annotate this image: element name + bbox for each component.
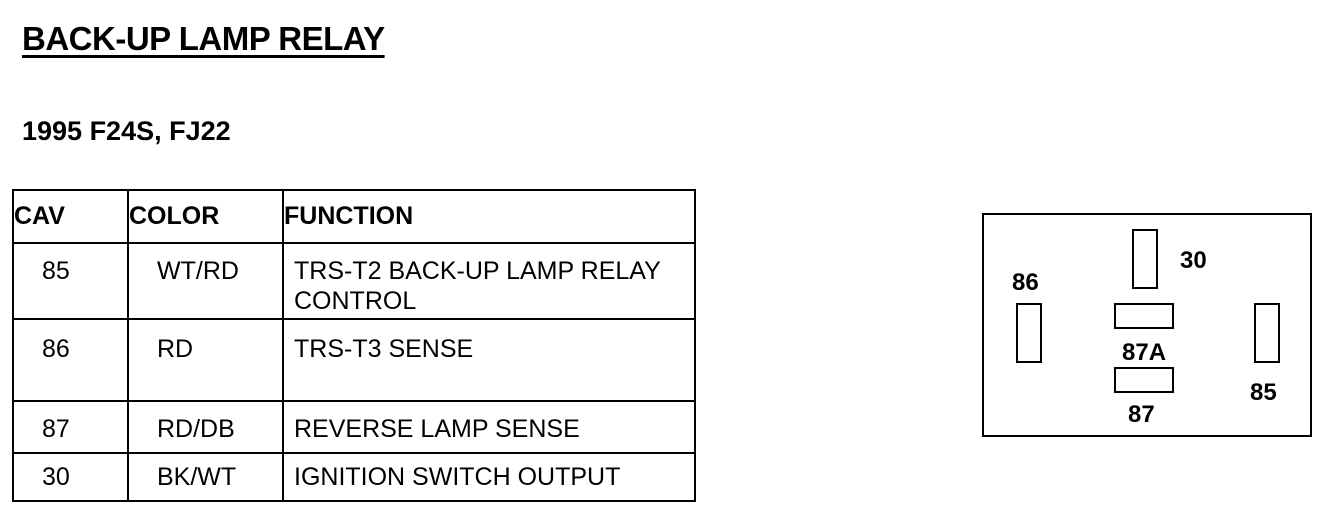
table-row: 87 RD/DB REVERSE LAMP SENSE bbox=[12, 400, 696, 454]
pin-slot-30 bbox=[1132, 229, 1158, 289]
function-line: TRS-T2 BACK-UP LAMP RELAY bbox=[294, 257, 661, 285]
model-subtitle: 1995 F24S, FJ22 bbox=[22, 116, 231, 146]
cell-cav: 87 bbox=[12, 400, 129, 454]
pinout-table: CAV COLOR FUNCTION 85 WT/RD TRS-T2 BACK-… bbox=[12, 189, 696, 502]
function-line: IGNITION SWITCH OUTPUT bbox=[294, 463, 621, 491]
cell-function: REVERSE LAMP SENSE bbox=[282, 400, 696, 454]
cell-color: RD/DB bbox=[127, 400, 284, 454]
cell-function: TRS-T2 BACK-UP LAMP RELAY CONTROL bbox=[282, 242, 696, 320]
pin-label-86: 86 bbox=[1012, 269, 1039, 296]
cell-cav: 86 bbox=[12, 318, 129, 402]
cell-cav: 85 bbox=[12, 242, 129, 320]
cell-cav: 30 bbox=[12, 452, 129, 502]
pin-slot-85 bbox=[1254, 303, 1280, 363]
cell-color: WT/RD bbox=[127, 242, 284, 320]
pin-label-87: 87 bbox=[1128, 401, 1155, 428]
pin-label-85: 85 bbox=[1250, 379, 1277, 406]
header-function: FUNCTION bbox=[282, 189, 696, 244]
table-row: 30 BK/WT IGNITION SWITCH OUTPUT bbox=[12, 452, 696, 502]
cell-function: TRS-T3 SENSE bbox=[282, 318, 696, 402]
cell-color: RD bbox=[127, 318, 284, 402]
page-title: BACK-UP LAMP RELAY bbox=[22, 20, 385, 57]
table-header-row: CAV COLOR FUNCTION bbox=[12, 189, 696, 244]
function-line: REVERSE LAMP SENSE bbox=[294, 415, 580, 443]
cell-function: IGNITION SWITCH OUTPUT bbox=[282, 452, 696, 502]
table-row: 86 RD TRS-T3 SENSE bbox=[12, 318, 696, 402]
pin-label-30: 30 bbox=[1180, 247, 1207, 274]
header-cav: CAV bbox=[12, 189, 129, 244]
table-row: 85 WT/RD TRS-T2 BACK-UP LAMP RELAY CONTR… bbox=[12, 242, 696, 320]
function-line: TRS-T3 SENSE bbox=[294, 335, 474, 363]
pin-slot-87a bbox=[1114, 303, 1174, 329]
header-color: COLOR bbox=[127, 189, 284, 244]
cell-color: BK/WT bbox=[127, 452, 284, 502]
relay-connector-diagram: 30 86 87A 85 87 bbox=[982, 213, 1312, 437]
pin-slot-86 bbox=[1016, 303, 1042, 363]
function-line: CONTROL bbox=[294, 287, 417, 315]
pin-label-87a: 87A bbox=[1122, 339, 1167, 366]
pin-slot-87 bbox=[1114, 367, 1174, 393]
